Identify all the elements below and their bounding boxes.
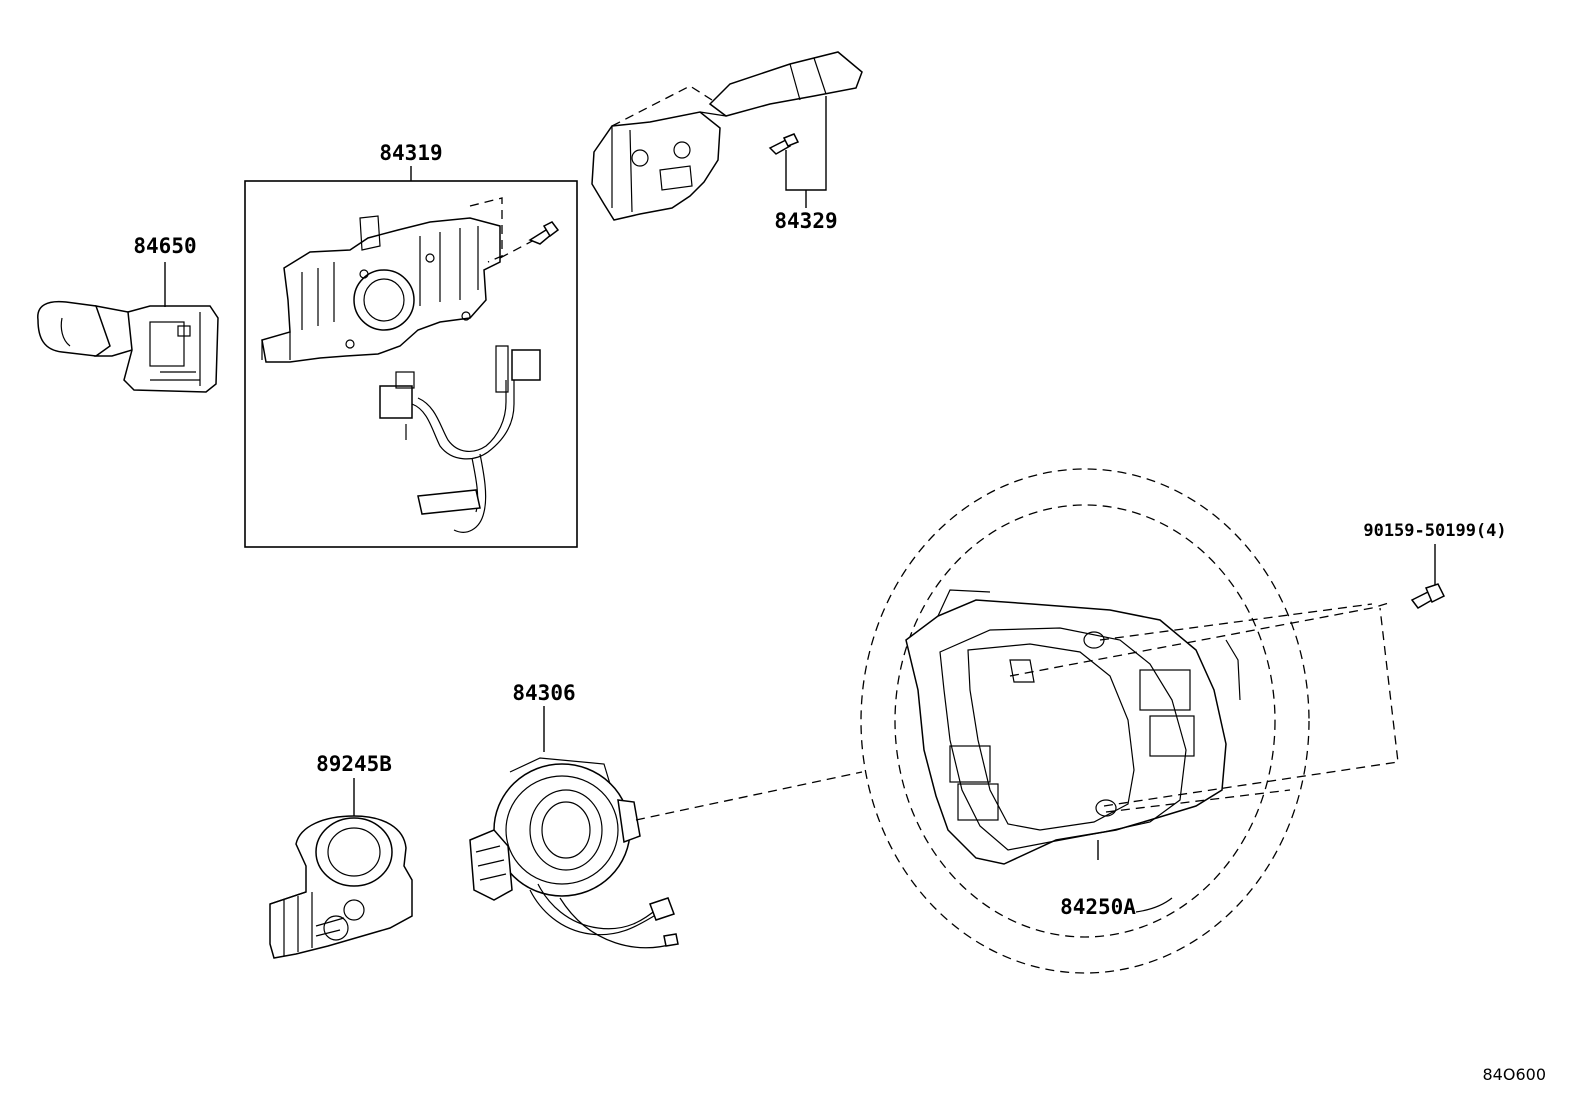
screw-84319	[528, 221, 560, 245]
steering-wheel-inner-rim	[894, 504, 1276, 938]
guide-dash-84306	[635, 771, 863, 821]
guide-dash-bolt-lower2	[1105, 789, 1291, 813]
guide-dash-bolt-upper	[1009, 601, 1393, 677]
part-label-84650: 84650	[133, 234, 196, 258]
part-label-90159-50199: 90159-50199(4)	[1363, 521, 1506, 541]
leader-84250A-arc	[1135, 897, 1173, 913]
part-84329-switch	[591, 51, 863, 221]
steering-wheel-outer-rim	[860, 468, 1310, 974]
guide-dash-84319	[469, 197, 503, 263]
part-84250A-steering-wheel	[860, 468, 1310, 974]
part-label-84306: 84306	[512, 681, 575, 705]
part-84319-harness	[379, 345, 541, 533]
part-label-84250A: 84250A	[1060, 895, 1136, 919]
part-84306-spiral-cable	[469, 757, 679, 949]
part-label-89245B: 89245B	[316, 752, 392, 776]
part-label-84329: 84329	[774, 209, 837, 233]
part-89245B-sensor	[269, 815, 413, 959]
part-84650-switch	[37, 300, 219, 393]
screw-84329	[768, 133, 800, 155]
guide-dash-84329	[611, 85, 713, 127]
guide-dash-bolt-upper2	[1099, 603, 1373, 641]
bolt-90159-50199	[1410, 583, 1446, 609]
part-label-84319: 84319	[379, 141, 442, 165]
part-84319-bracket	[261, 215, 501, 363]
diagram-reference-code: 84O600	[1483, 1065, 1547, 1084]
